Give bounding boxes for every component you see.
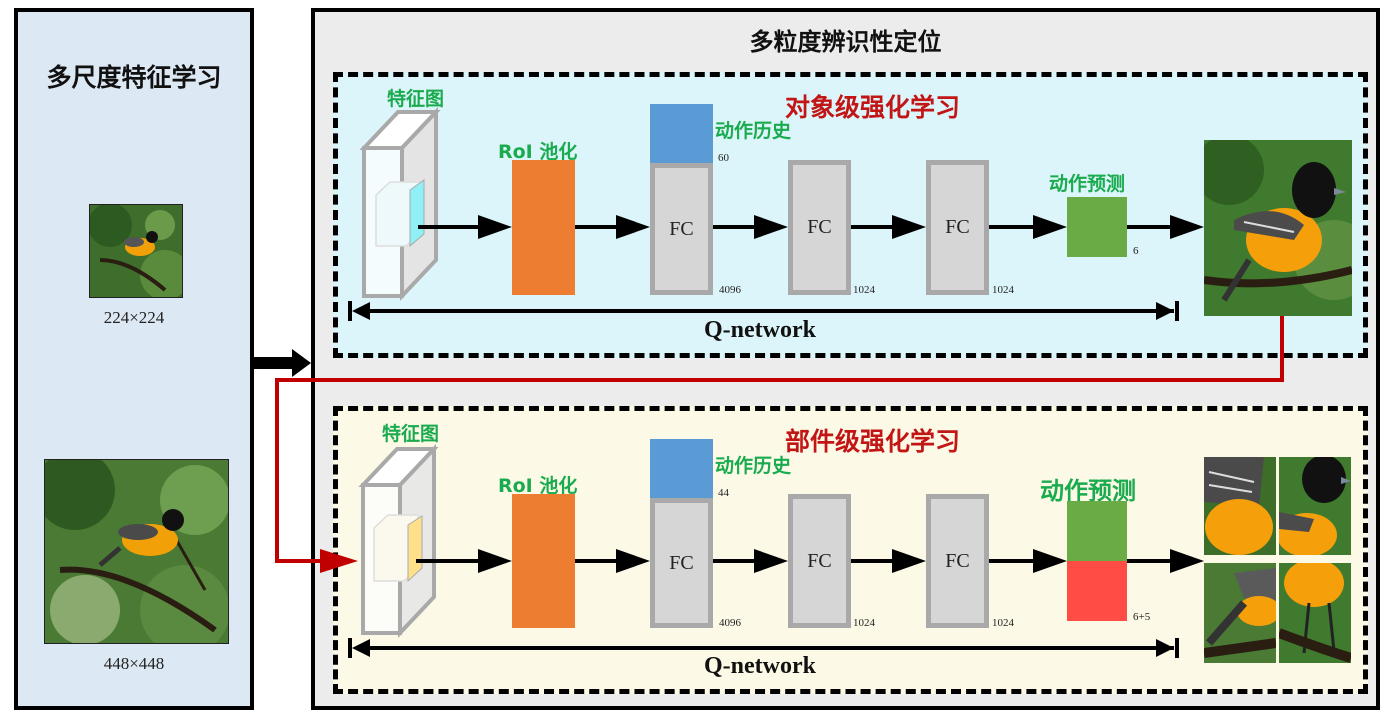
action-prediction-block [1067, 197, 1127, 257]
small-scale-label: 224×224 [103, 308, 165, 327]
feature-map-label: 特征图 [387, 88, 445, 110]
part-crop-3 [1204, 563, 1276, 663]
object-level-title: 对象级强化学习 [785, 93, 961, 122]
fc-layer-2-part: FC [788, 494, 851, 628]
fc-3-dim: 1024 [992, 284, 1014, 296]
action-history-block [650, 104, 713, 164]
fc-2-dim: 1024 [853, 284, 875, 296]
fc-layer-3: FC [926, 160, 989, 295]
feature-map-label-part: 特征图 [382, 423, 440, 445]
qnetwork-span [348, 301, 1179, 321]
fc-layer-1: FC [650, 163, 713, 295]
prediction-dim-part: 6+5 [1133, 611, 1151, 623]
part-crop-4 [1279, 563, 1351, 663]
action-prediction-block-part [1067, 501, 1127, 561]
part-crop-1 [1204, 457, 1276, 555]
part-crop-2 [1279, 457, 1351, 555]
multi-scale-title: 多尺度特征学习 [46, 63, 222, 92]
feature-map-box [359, 106, 441, 302]
action-history-label: 动作历史 [715, 120, 792, 142]
bird-photo-small [89, 204, 183, 298]
flow-arrows-bottom [416, 549, 1204, 573]
roi-pool-label-part: RoI 池化 [498, 475, 578, 497]
object-localized-photo [1204, 140, 1352, 316]
roi-pool-block-part [512, 494, 575, 628]
fc-3-dim-part: 1024 [992, 617, 1014, 629]
part-prediction-block [1067, 561, 1127, 621]
action-history-label-part: 动作历史 [715, 455, 792, 477]
part-level-title: 部件级强化学习 [785, 427, 961, 456]
action-history-block-part [650, 439, 713, 499]
roi-pool-label: RoI 池化 [498, 141, 578, 163]
history-dim-part: 44 [718, 487, 729, 499]
fc-1-dim: 4096 [719, 284, 741, 296]
history-dim: 60 [718, 152, 729, 164]
action-prediction-label-part: 动作预测 [1040, 477, 1136, 505]
panel-connector-arrow [254, 349, 311, 377]
feedback-red-arrow [275, 316, 1284, 573]
feature-map-box-part [358, 443, 439, 639]
qnetwork-label-part: Q-network [704, 653, 816, 679]
roi-pool-block [512, 160, 575, 295]
qnetwork-label: Q-network [704, 317, 816, 343]
fc-1-dim-part: 4096 [719, 617, 741, 629]
large-scale-label: 448×448 [103, 654, 165, 673]
fc-layer-3-part: FC [926, 494, 989, 628]
prediction-dim: 6 [1133, 245, 1139, 257]
fc-layer-1-part: FC [650, 498, 713, 628]
action-prediction-label: 动作预测 [1049, 173, 1126, 195]
bird-photo-large [44, 459, 229, 644]
fc-2-dim-part: 1024 [853, 617, 875, 629]
fc-layer-2: FC [788, 160, 851, 295]
qnetwork-span-part [348, 638, 1179, 658]
multi-granularity-title: 多粒度辨识性定位 [749, 28, 942, 56]
flow-arrows-top [418, 215, 1204, 239]
